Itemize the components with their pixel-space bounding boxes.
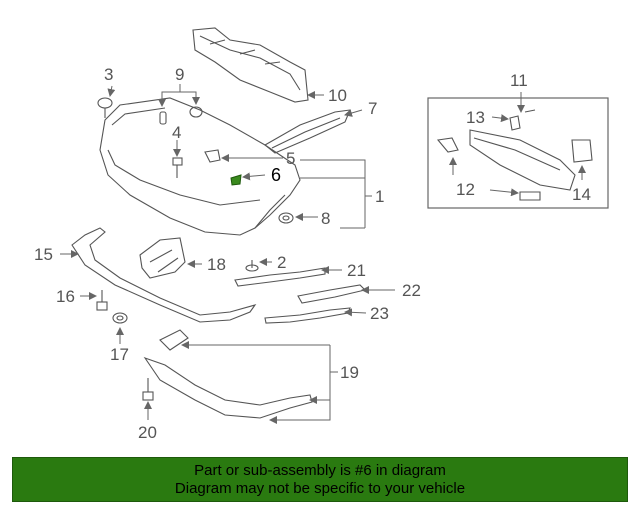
bolt-2-part [245, 260, 259, 272]
callout-21: 21 [347, 261, 366, 280]
clip-3-part [97, 97, 113, 118]
callout-6: 6 [271, 165, 281, 185]
footer-line-1: Part or sub-assembly is #6 in diagram [194, 461, 446, 479]
callout-7: 7 [368, 99, 377, 118]
molding-22-part [297, 284, 367, 304]
energy-absorber-part [192, 27, 309, 103]
callout-3: 3 [104, 65, 113, 84]
callout-19: 19 [340, 363, 359, 382]
callout-18: 18 [207, 255, 226, 274]
grommet-8-part [278, 212, 294, 224]
bumper-cover-part [99, 97, 301, 236]
callout-23: 23 [370, 304, 389, 323]
footer-banner: Part or sub-assembly is #6 in diagram Di… [12, 457, 628, 502]
reinforcement-part [264, 109, 351, 154]
inset-box [427, 97, 609, 209]
callout-1: 1 [375, 187, 384, 206]
callout-5: 5 [286, 149, 295, 168]
highlighted-part-6 [230, 174, 242, 186]
callout-13: 13 [466, 108, 485, 127]
bolt-4-part [172, 157, 183, 178]
skirt-19-part [143, 329, 313, 419]
bolt-20-part [142, 378, 154, 401]
bracket-18-part [139, 237, 186, 279]
parts-diagram: 3 9 10 7 4 5 6 1 8 11 13 12 14 15 18 2 2… [34, 27, 609, 442]
nut-17-part [112, 312, 128, 324]
callout-11: 11 [510, 71, 528, 90]
callout-10: 10 [328, 86, 347, 105]
lower-cover-15-part [71, 227, 257, 323]
callout-12: 12 [456, 180, 475, 199]
callout-15: 15 [34, 245, 53, 264]
molding-21-part [234, 267, 326, 287]
callout-20: 20 [138, 423, 157, 442]
callout-8: 8 [321, 209, 330, 228]
callout-labels: 3 9 10 7 4 5 6 1 8 11 13 12 14 15 18 2 2… [34, 65, 591, 442]
callout-16: 16 [56, 287, 75, 306]
callout-22: 22 [402, 281, 421, 300]
molding-23-part [264, 307, 351, 324]
footer-line-2: Diagram may not be specific to your vehi… [174, 479, 466, 497]
callout-9: 9 [175, 65, 184, 84]
leader-lines [60, 84, 586, 424]
callout-17: 17 [110, 345, 129, 364]
inset-parts [436, 109, 593, 201]
callout-2: 2 [277, 253, 286, 272]
bolt-16-part [96, 290, 108, 311]
callout-14: 14 [572, 185, 591, 204]
bracket-5-part [204, 149, 221, 163]
callout-4: 4 [172, 123, 181, 142]
clip-9-part [159, 106, 203, 125]
